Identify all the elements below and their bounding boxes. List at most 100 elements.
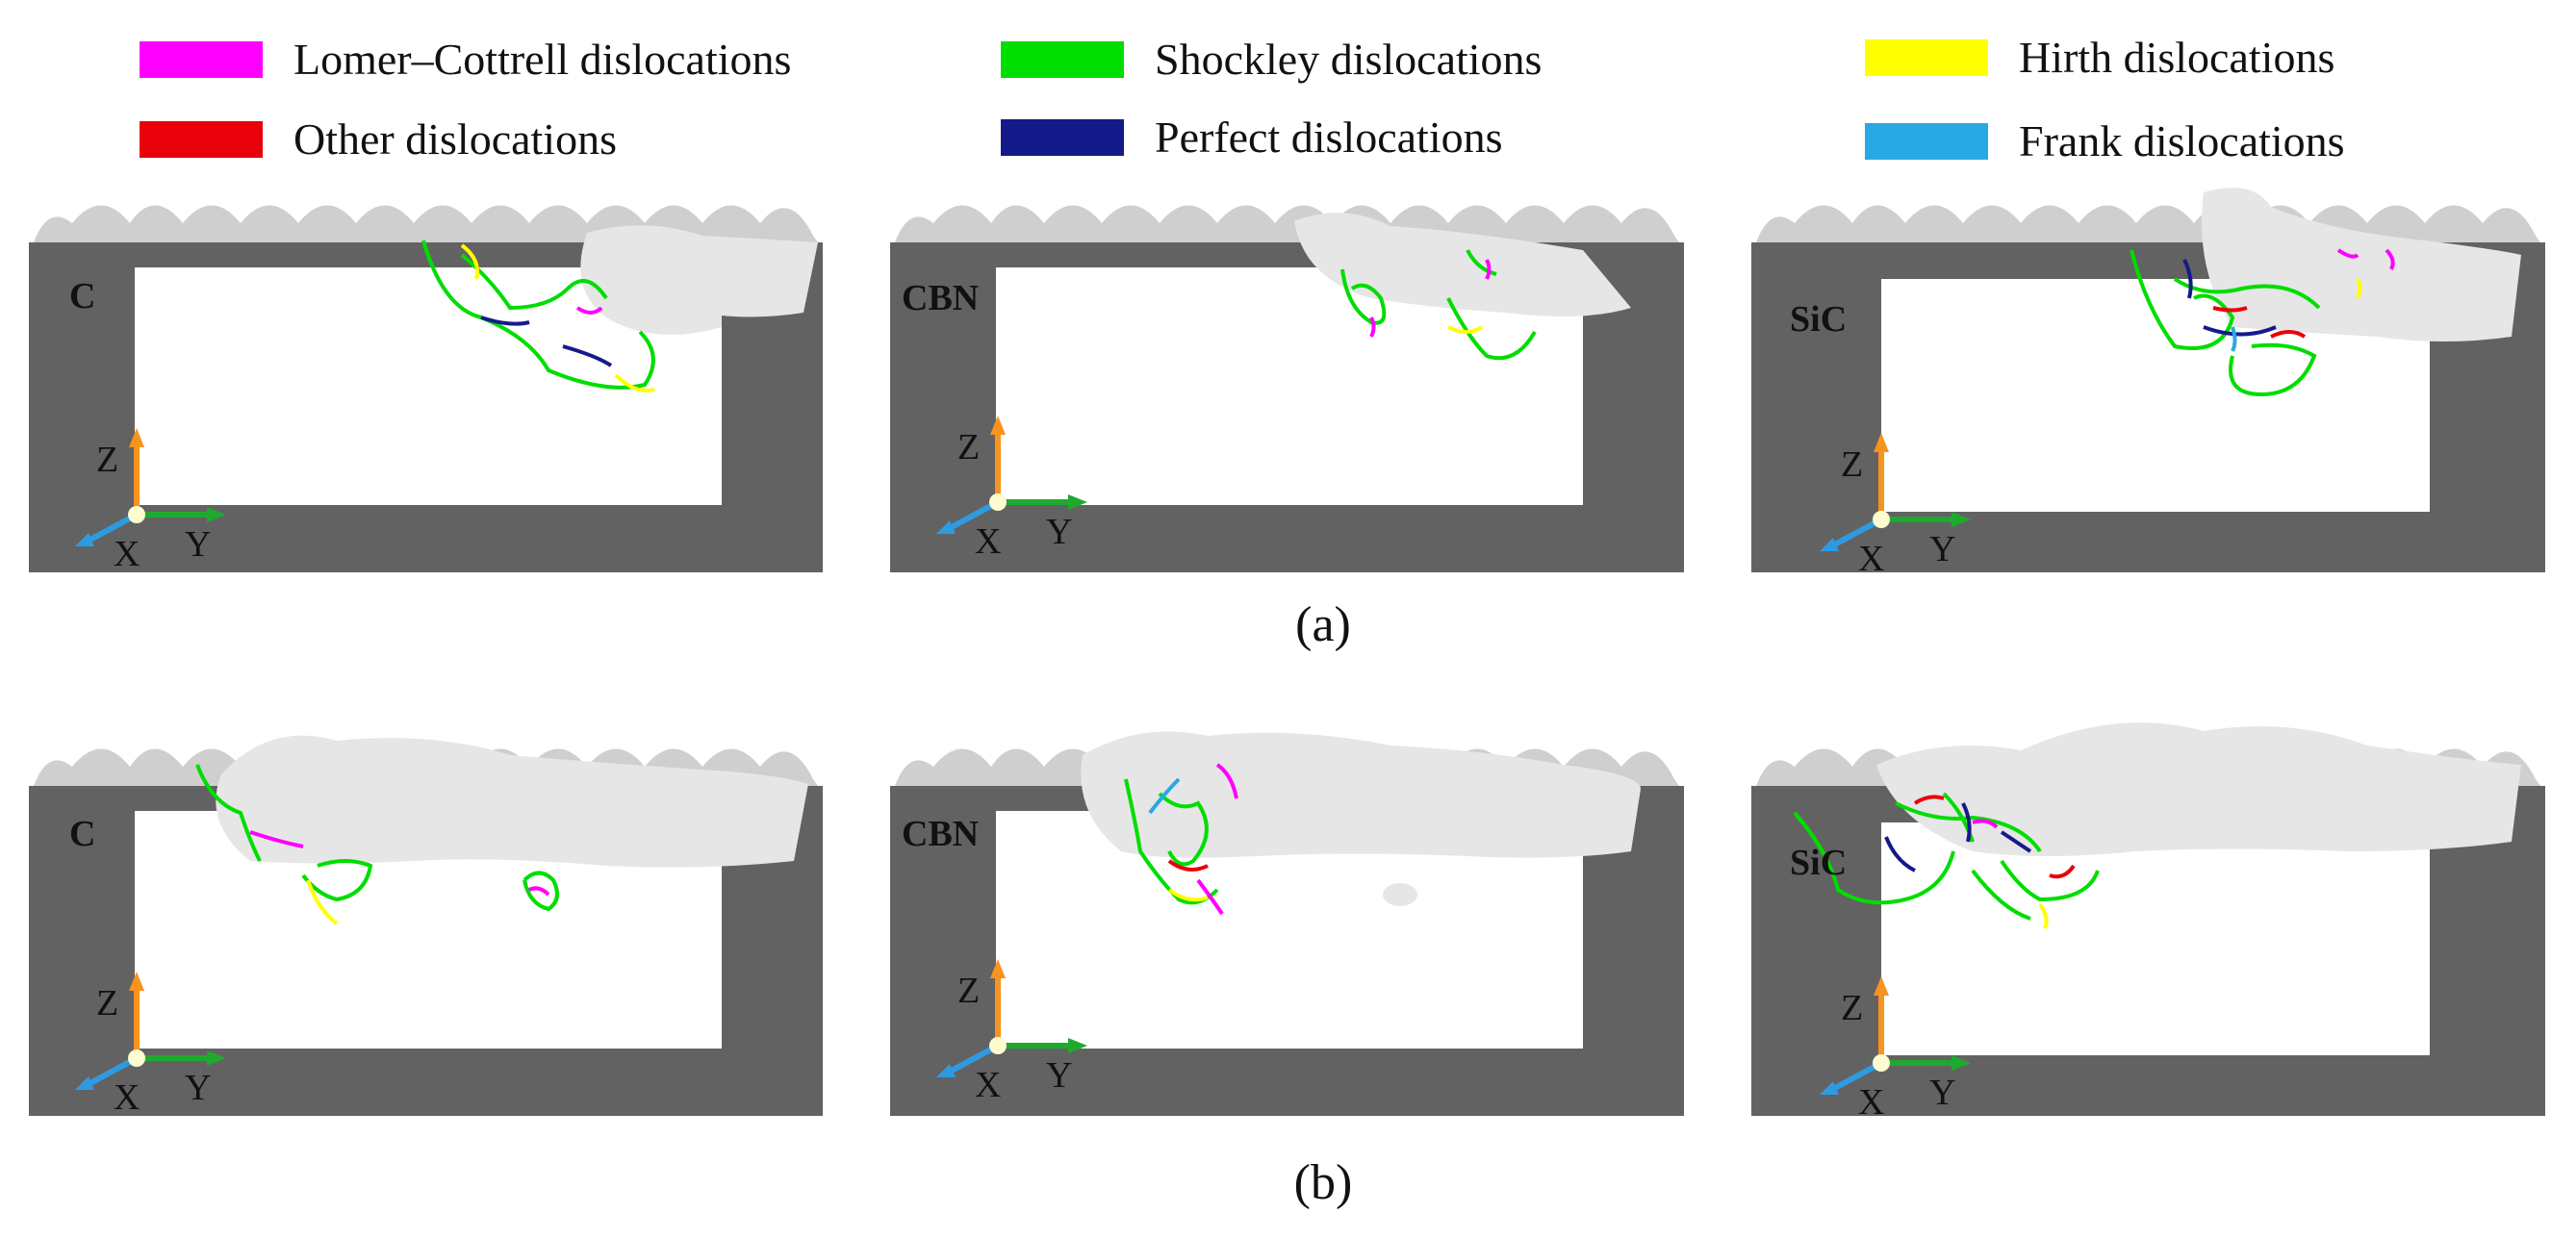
x-axis-label: X [114, 1077, 140, 1118]
panel-graphic: Z X Y [29, 205, 823, 574]
y-axis-label: Y [185, 1068, 211, 1108]
surface-bumps [895, 205, 1679, 242]
x-axis-arrow [1831, 517, 1883, 548]
legend-label: Hirth dislocations [2019, 33, 2335, 82]
material-label: SiC [1790, 299, 1848, 340]
chip [1294, 213, 1631, 316]
dislocation-network [1340, 249, 1537, 361]
x-axis-arrowhead [936, 1064, 956, 1077]
legend-label: Shockley dislocations [1155, 35, 1543, 84]
z-axis-arrowhead [1874, 433, 1889, 452]
x-axis-arrow [948, 499, 1000, 531]
axis-origin [989, 493, 1007, 511]
chip [2202, 188, 2521, 341]
legend-item-perfect: Perfect dislocations [1001, 114, 1503, 162]
x-axis-arrow [948, 1043, 1000, 1075]
panel-b-c: Z X Y C [29, 707, 823, 1121]
y-axis-arrowhead [1068, 494, 1087, 510]
legend-item-shockley: Shockley dislocations [1001, 36, 1542, 84]
y-axis-arrowhead [207, 1050, 226, 1066]
y-axis-label: Y [1046, 1055, 1072, 1096]
dislocation-network [2130, 248, 2395, 397]
legend-label: Lomer–Cottrell dislocations [293, 35, 792, 84]
z-axis-arrowhead [990, 416, 1006, 435]
debris [1383, 883, 1417, 906]
chip [216, 735, 808, 868]
z-axis-label: Z [96, 440, 118, 480]
y-axis-label: Y [185, 524, 211, 565]
y-axis-label: Y [1046, 512, 1072, 552]
legend-item-frank: Frank dislocations [1865, 117, 2345, 165]
material-label: SiC [1790, 843, 1848, 883]
panel-graphic: Z X Y [890, 731, 1684, 1116]
x-axis-label: X [975, 521, 1001, 562]
panel-b-cbn: Z X Y CBN [890, 707, 1684, 1121]
legend-swatch [1865, 123, 1988, 160]
panel-graphic: Z X Y [1751, 722, 2545, 1121]
legend-label: Frank dislocations [2019, 116, 2345, 165]
legend-item-other: Other dislocations [140, 115, 617, 164]
z-axis-arrowhead [1874, 976, 1889, 996]
z-axis-label: Z [1841, 988, 1863, 1028]
panel-graphic: Z X Y [29, 735, 823, 1118]
y-axis-arrowhead [1951, 512, 1971, 527]
surface-bumps [1756, 205, 2540, 242]
y-axis-label: Y [1929, 529, 1955, 569]
dislocation-network [1793, 792, 2100, 929]
x-axis-label: X [1858, 539, 1884, 577]
panel-a-c: Z X Y C [29, 164, 823, 577]
y-axis-arrowhead [207, 507, 226, 522]
legend-swatch [140, 121, 263, 158]
x-axis-arrowhead [75, 533, 94, 546]
panel-a-cbn: Z X Y CBN [890, 164, 1684, 577]
material-label: C [69, 276, 96, 316]
legend-label: Perfect dislocations [1155, 113, 1503, 162]
axis-origin [128, 506, 145, 523]
z-axis-label: Z [957, 427, 980, 468]
legend-label: Other dislocations [293, 114, 617, 164]
legend-swatch [1001, 41, 1124, 78]
x-axis-label: X [114, 534, 140, 574]
axis-origin [1873, 1054, 1890, 1072]
panel-a-sic: Z X Y SiC [1751, 164, 2545, 577]
y-axis-arrowhead [1951, 1055, 1971, 1071]
z-axis-arrowhead [129, 972, 144, 991]
y-axis-label: Y [1929, 1073, 1955, 1113]
caption-b: (b) [1293, 1155, 1353, 1210]
axis-origin [989, 1037, 1007, 1054]
caption-a: (a) [1295, 597, 1351, 652]
dislocation-network [195, 764, 559, 925]
z-axis-label: Z [957, 971, 980, 1011]
chip [1081, 731, 1641, 858]
panel-graphic: Z X Y [1751, 188, 2545, 577]
x-axis-arrow [87, 512, 139, 544]
legend: Lomer–Cottrell dislocations Shockley dis… [0, 0, 2576, 183]
material-label: CBN [902, 278, 980, 318]
x-axis-arrowhead [936, 520, 956, 534]
dislocation-network [1124, 763, 1238, 916]
panel-graphic: Z X Y [890, 205, 1684, 572]
legend-swatch [1865, 39, 1988, 76]
dislocation-network [421, 240, 655, 392]
axis-origin [1873, 511, 1890, 528]
x-axis-label: X [1858, 1082, 1884, 1121]
legend-swatch [1001, 119, 1124, 156]
substrate-frame [890, 242, 1684, 572]
x-axis-label: X [975, 1065, 1001, 1105]
material-label: CBN [902, 814, 980, 854]
chip [1876, 722, 2521, 856]
z-axis-label: Z [1841, 444, 1863, 485]
x-axis-arrow [87, 1055, 139, 1087]
x-axis-arrow [1831, 1060, 1883, 1092]
legend-swatch [140, 41, 263, 78]
panel-b-sic: Z X Y SiC [1751, 707, 2545, 1121]
x-axis-arrowhead [1820, 538, 1839, 551]
z-axis-arrowhead [990, 959, 1006, 978]
legend-item-hirth: Hirth dislocations [1865, 34, 2334, 82]
z-axis-arrowhead [129, 428, 144, 447]
axis-origin [128, 1049, 145, 1067]
x-axis-arrowhead [75, 1076, 94, 1090]
legend-item-lomer-cottrell: Lomer–Cottrell dislocations [140, 36, 791, 84]
y-axis-arrowhead [1068, 1038, 1087, 1053]
z-axis-label: Z [96, 983, 118, 1024]
